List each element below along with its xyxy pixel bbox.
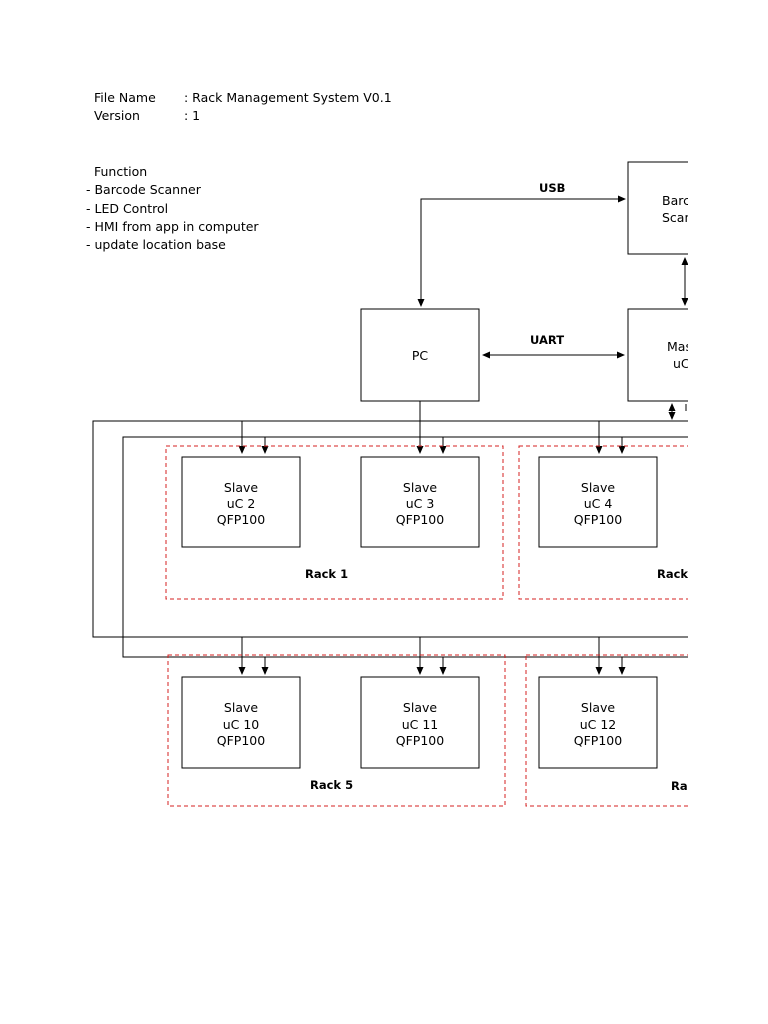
slave-id: uC 2: [227, 496, 256, 511]
function-item: - Barcode Scanner: [86, 182, 201, 198]
pc-label: PC: [412, 348, 429, 363]
rack-6-label: Rack 6: [671, 779, 714, 793]
slave-package: QFP100: [396, 512, 444, 527]
barcode-label-line-2: Scan: [662, 210, 692, 225]
slave-label: Slave: [224, 700, 258, 715]
slave-package: QFP100: [217, 733, 265, 748]
barcode-scanner-box: [627, 161, 688, 255]
bus-line-inner: [122, 436, 688, 658]
master-uc-box: [627, 308, 688, 402]
slave-label: Slave: [581, 700, 615, 715]
slave-label: Slave: [581, 480, 615, 495]
version-value: : 1: [184, 108, 201, 123]
slave-uc-4-box: [538, 456, 658, 548]
slave-id: uC 10: [223, 717, 260, 732]
slave-package: QFP100: [574, 512, 622, 527]
rack-2-border: [518, 445, 688, 600]
function-title: Function: [94, 164, 148, 179]
slave-uc-3-box: [360, 456, 480, 548]
slave-package: QFP100: [574, 733, 622, 748]
function-item: - HMI from app in computer: [86, 218, 259, 234]
slave-uc-10-box: [181, 676, 301, 769]
function-item: - update location base: [86, 237, 226, 253]
rack-5-label: Rack 5: [310, 778, 353, 792]
slave-id: uC 4: [584, 496, 613, 511]
file-name-value: : Rack Management System V0.1: [184, 90, 392, 105]
function-item: - LED Control: [86, 200, 169, 216]
rack-1-border: [165, 445, 504, 600]
slave-uc-2-box: [181, 456, 301, 548]
master-label-line-1: Mas: [667, 339, 692, 354]
function-list: Function - Barcode Scanner - LED Control…: [86, 163, 259, 254]
slave-package: QFP100: [396, 733, 444, 748]
slave-id: uC 11: [402, 717, 439, 732]
uart-label: UART: [530, 333, 564, 347]
slave-label: Slave: [224, 480, 258, 495]
file-name-label: File Name: [94, 90, 156, 105]
slave-package: QFP100: [217, 512, 265, 527]
rack-5-border: [167, 654, 506, 807]
slave-label: Slave: [403, 480, 437, 495]
slave-id: uC 3: [406, 496, 435, 511]
slave-label: Slave: [403, 700, 437, 715]
barcode-label-line-1: Barc: [662, 193, 690, 208]
slave-id: uC 12: [580, 717, 617, 732]
master-label-line-2: uC: [673, 356, 690, 371]
bus-line-outer: [92, 420, 688, 638]
usb-label: USB: [539, 181, 565, 195]
rack-2-label: Rack 2: [657, 567, 700, 581]
usb-line: [417, 195, 626, 307]
rack-6-border: [525, 654, 688, 807]
rack-1-label: Rack 1: [305, 567, 348, 581]
slave-uc-11-box: [360, 676, 480, 769]
version-label: Version: [94, 108, 140, 123]
slave-uc-12-box: [538, 676, 658, 769]
